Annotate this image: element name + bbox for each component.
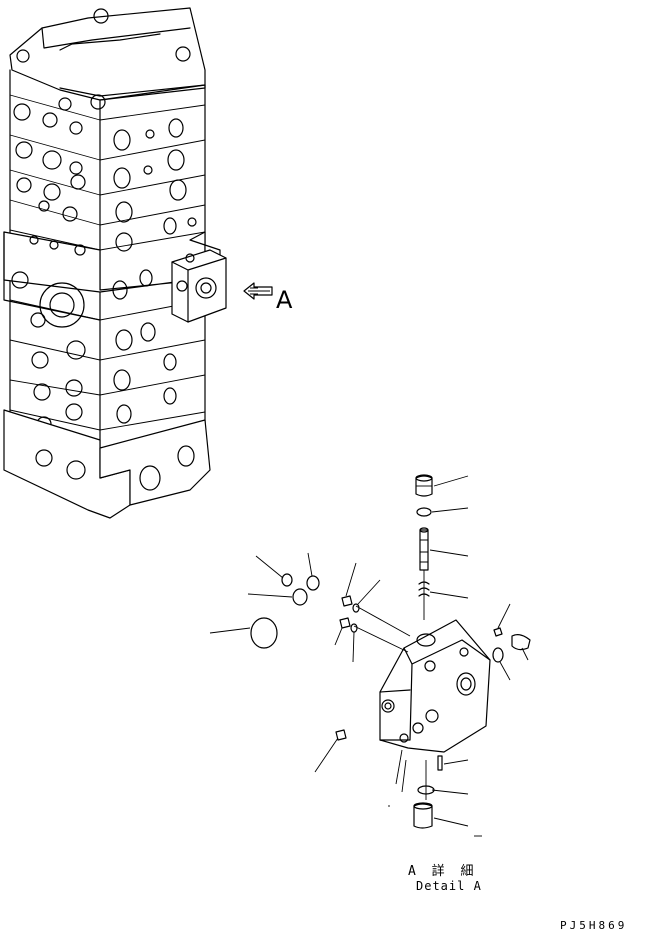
leader-lines: [209, 475, 529, 837]
detail-title-en: Detail A: [416, 879, 482, 893]
detail-title-jp: A 詳 細: [408, 864, 478, 879]
view-arrow: [243, 282, 273, 300]
exploded-parts: [250, 474, 531, 829]
drawing-code: PJ5H869: [560, 919, 628, 932]
detail-a-valve-block: [379, 619, 491, 753]
control-valve-assembly: [3, 7, 227, 519]
view-arrow-label: A: [276, 286, 293, 314]
